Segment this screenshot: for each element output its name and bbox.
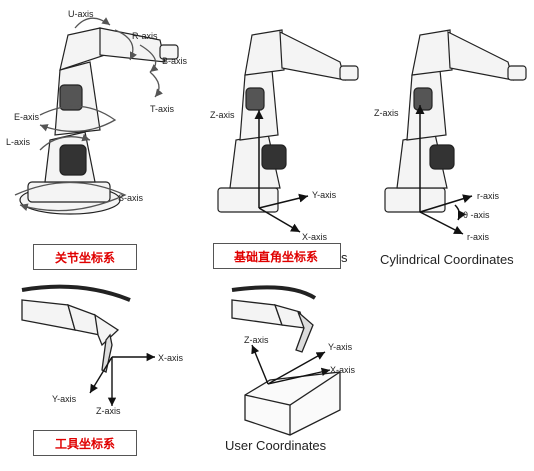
tool-wrist [94,313,120,347]
cylindrical-z-label: Z-axis [374,108,399,118]
tool-robot-arm [21,284,131,373]
u-axis-arc [74,17,111,29]
user-tool-tip [295,311,314,353]
tool-z-label: Z-axis [96,406,121,416]
user-y-axis [267,351,326,385]
e-axis-label: E-axis [14,112,40,122]
tool-axes [89,352,155,406]
cartesian-y-label: Y-axis [312,190,337,200]
cartesian-caption-box [213,243,341,269]
cylindrical-r-axis [419,194,473,213]
user-x-axis [267,367,331,385]
cylindrical-r-label: r-axis [477,191,499,201]
cartesian-caption-tail: s [341,250,348,265]
s-axis-arc [14,181,127,212]
s-axis-label: S-axis [118,193,144,203]
e-axis-arc [39,105,117,133]
l-axis-label: L-axis [6,137,31,147]
l-axis-arc [39,133,91,151]
user-x-label: X-axis [330,365,356,375]
r-axis-arc [114,29,137,61]
cylindrical-theta-arc [454,204,467,221]
joint-axis-arcs [14,17,163,212]
cartesian-x-axis [258,207,301,233]
user-robot-arm [231,285,317,353]
cylindrical-r2-axis [419,211,464,235]
user-z-label: Z-axis [244,335,269,345]
t-axis-label: T-axis [150,104,175,114]
cartesian-robot [217,29,359,213]
tool-y-label: Y-axis [52,394,77,404]
tool-caption-box [33,430,137,456]
user-y-label: Y-axis [328,342,353,352]
cartesian-axes [254,110,309,233]
u-axis-label: U-axis [68,9,94,19]
cylindrical-caption: Cylindrical Coordinates [380,252,514,267]
cylindrical-robot-base [384,187,446,213]
cylindrical-robot-arm [447,31,514,81]
b-axis-arc [139,44,159,73]
cylindrical-robot [384,29,527,213]
b-axis-label: B-axis [162,56,188,66]
cartesian-y-axis [258,193,309,209]
user-caption: User Coordinates [225,438,327,453]
user-axes [251,344,331,385]
t-axis-arc [149,71,163,98]
user-z-axis [251,344,269,385]
cartesian-caption: 基础直角坐标系 [234,250,319,264]
user-workpiece [244,371,341,436]
joint-robot [19,27,179,215]
cylindrical-r2-label: r-axis [467,232,489,242]
cylindrical-theta-label: θ -axis [463,210,490,220]
cylindrical-axes [415,105,473,235]
joint-caption: 关节坐标系 [55,251,116,265]
tool-x-label: X-axis [158,353,184,363]
r-axis-label: R-axis [132,31,158,41]
joint-robot-motor [59,144,87,176]
tool-caption: 工具坐标系 [55,437,116,451]
cartesian-x-label: X-axis [302,232,328,242]
tool-y-axis [89,356,113,394]
tool-arm-outline [21,284,131,302]
cartesian-z-label: Z-axis [210,110,235,120]
cartesian-robot-base [217,187,279,213]
cartesian-robot-arm [279,31,346,81]
joint-caption-box [33,244,137,270]
